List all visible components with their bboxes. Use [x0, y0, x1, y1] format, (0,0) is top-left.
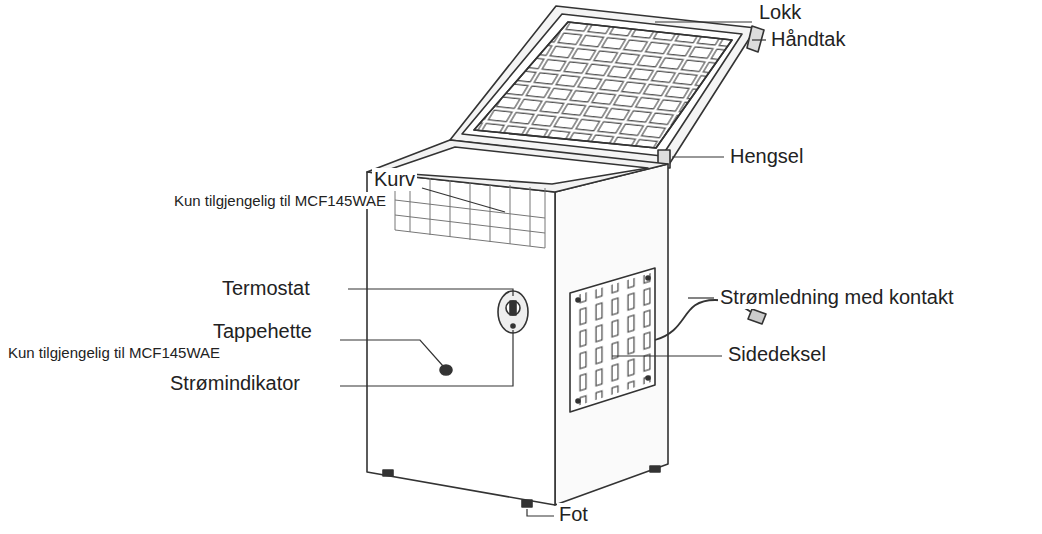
part-label: Kurv: [372, 168, 417, 191]
part-label: Sidedeksel: [726, 343, 828, 366]
part-label: Tappehette: [211, 320, 314, 343]
part-label: Strømledning med kontakt: [718, 286, 955, 309]
part-label: Fot: [557, 503, 590, 526]
part-label: Håndtak: [769, 28, 848, 51]
availability-note: Kun tilgjengelig til MCF145WAE: [6, 344, 222, 361]
part-label: Hengsel: [728, 145, 805, 168]
availability-note: Kun tilgjengelig til MCF145WAE: [160, 192, 388, 209]
part-label: Termostat: [220, 277, 312, 300]
part-label: Lokk: [757, 1, 803, 24]
part-label: Strømindikator: [168, 372, 302, 395]
